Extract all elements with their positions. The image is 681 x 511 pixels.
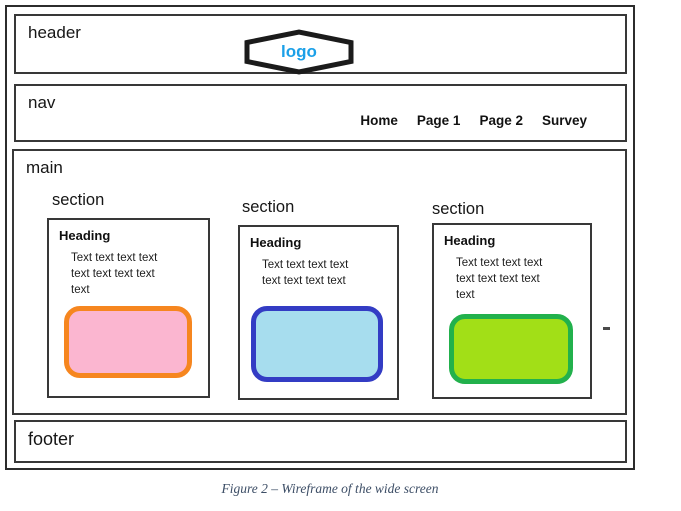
section-label-3: section xyxy=(432,200,485,218)
logo-text: logo xyxy=(281,42,317,61)
main-label: main xyxy=(26,158,63,177)
blue-rounded-box xyxy=(251,306,383,382)
section-heading: Heading xyxy=(59,228,111,243)
logo: logo xyxy=(244,29,354,75)
nav-item-survey: Survey xyxy=(541,113,587,128)
nav-item-home: Home xyxy=(360,113,398,128)
section-body-text: Text text text text text text text text … xyxy=(456,257,543,301)
section-box-1: Heading Text text text text text text te… xyxy=(47,218,210,398)
logo-hexagon-icon xyxy=(244,29,354,75)
nav-menu: Home Page 1 Page 2 Survey xyxy=(360,113,587,128)
wireframe-outer-frame: header logo nav Home Page 1 Page 2 Surve… xyxy=(5,5,635,470)
section-heading: Heading xyxy=(444,233,496,248)
nav-label: nav xyxy=(28,93,56,112)
header-label: header xyxy=(28,23,81,42)
footer-label: footer xyxy=(28,429,75,449)
pink-rounded-box xyxy=(64,306,192,378)
section-box-2: Heading Text text text text text text te… xyxy=(238,225,399,400)
section-body-text: Text text text text text text text text xyxy=(262,259,349,287)
section-heading: Heading xyxy=(250,235,302,250)
wireframe-main: main section section section Heading Tex… xyxy=(12,149,627,415)
green-rounded-box xyxy=(449,314,573,384)
wireframe-nav: nav Home Page 1 Page 2 Survey xyxy=(14,84,627,142)
nav-item-page2: Page 2 xyxy=(479,113,523,128)
figure-caption: Figure 2 – Wireframe of the wide screen xyxy=(221,481,439,496)
nav-item-page1: Page 1 xyxy=(416,113,461,128)
wireframe-header: header logo xyxy=(14,14,627,75)
section-box-3: Heading Text text text text text text te… xyxy=(432,223,592,399)
section-label-1: section xyxy=(52,191,105,209)
section-label-2: section xyxy=(242,198,295,216)
wireframe-footer: footer xyxy=(14,420,627,463)
stray-dash-mark xyxy=(603,327,610,330)
section-body-text: Text text text text text text text text … xyxy=(71,252,158,296)
